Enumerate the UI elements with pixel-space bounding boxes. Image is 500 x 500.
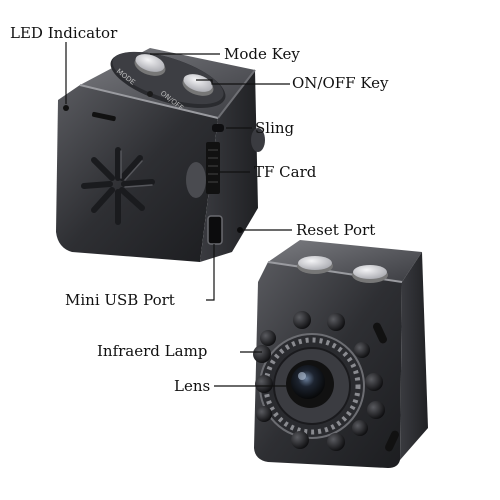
- led-indicator-hole: [63, 105, 69, 111]
- label-led-indicator: LED Indicator: [10, 24, 118, 42]
- camera1-side-face: [200, 70, 258, 262]
- camera2-on-off-key[interactable]: [352, 265, 388, 283]
- label-sling: Sling: [255, 119, 295, 137]
- label-on-off-key: ON/OFF Key: [292, 74, 389, 92]
- label-infrared-lamp: Infraerd Lamp: [97, 342, 208, 360]
- label-reset-port: Reset Port: [296, 221, 376, 239]
- mode-key[interactable]: [132, 51, 168, 80]
- leader-lines: [65, 42, 292, 387]
- camera-rear-view: MODE ON/OFF: [56, 48, 265, 262]
- on-off-key[interactable]: [180, 71, 216, 100]
- infrared-lamps: [253, 311, 385, 451]
- camera1-back-face: [56, 85, 218, 262]
- mini-usb-port: [207, 215, 223, 245]
- lens-glass: [291, 365, 325, 399]
- camera-front-view: [253, 240, 428, 468]
- sunburst-pattern: [81, 147, 155, 225]
- label-mini-usb-port: Mini USB Port: [65, 291, 175, 309]
- reset-hole: [237, 227, 243, 233]
- sling-hole: [212, 124, 224, 132]
- camera2-mode-key[interactable]: [297, 256, 333, 274]
- label-tf-card: TF Card: [254, 163, 317, 181]
- label-lens: Lens: [174, 377, 211, 395]
- tf-card-slot: [206, 142, 220, 194]
- label-mode-key: Mode Key: [224, 45, 300, 63]
